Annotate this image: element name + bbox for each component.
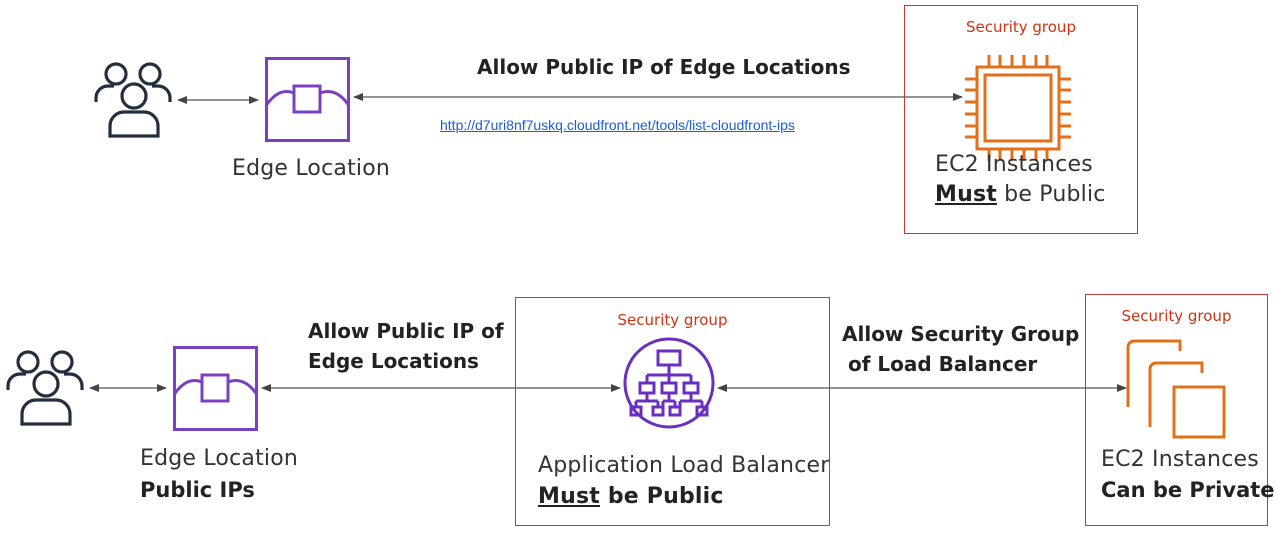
alb-public-line: Must be Public (538, 484, 724, 509)
ec2-private-security-group-label: Security group (1121, 307, 1232, 325)
application-load-balancer-icon (623, 337, 715, 429)
cloudfront-edge-location-icon (265, 57, 350, 142)
ec2-instances-icon (1126, 339, 1226, 439)
cloudfront-ips-link[interactable]: http://d7uri8nf7uskq.cloudfront.net/tool… (440, 117, 795, 133)
bottom-edge-location-label: Edge Location (140, 446, 299, 471)
bottom-arrow-label-2-line1: Allow Security Group (842, 322, 1080, 346)
alb-label: Application Load Balancer (538, 453, 830, 478)
top-ec2-label: EC2 Instances (935, 152, 1093, 177)
bottom-arrow-label-1-line1: Allow Public IP of (308, 319, 504, 343)
ec2-private-security-group-box (1085, 294, 1268, 526)
bottom-ec2-private-line: Can be Private (1101, 478, 1275, 502)
top-edge-location-label: Edge Location (232, 156, 391, 181)
alb-public-rest: be Public (599, 484, 724, 509)
bottom-ec2-label: EC2 Instances (1101, 447, 1259, 472)
cloudfront-edge-location-icon (173, 346, 258, 431)
alb-security-group-label: Security group (617, 311, 728, 329)
bottom-edge-public-ips: Public IPs (140, 478, 255, 502)
top-arrow-label: Allow Public IP of Edge Locations (477, 55, 851, 79)
top-ec2-public-line: Must be Public (935, 182, 1106, 207)
bottom-arrow-label-1-line2: Edge Locations (308, 349, 479, 373)
users-icon (94, 62, 172, 138)
users-icon (6, 350, 84, 426)
alb-must-word: Must (538, 484, 600, 509)
top-security-group-box (904, 5, 1138, 234)
ec2-chip-icon (965, 55, 1071, 161)
top-ec2-public-rest: be Public (996, 182, 1106, 207)
alb-security-group-box (515, 297, 830, 526)
top-ec2-must-word: Must (935, 182, 997, 207)
top-security-group-label: Security group (966, 18, 1076, 36)
bottom-arrow-label-2-line2: of Load Balancer (848, 352, 1038, 376)
